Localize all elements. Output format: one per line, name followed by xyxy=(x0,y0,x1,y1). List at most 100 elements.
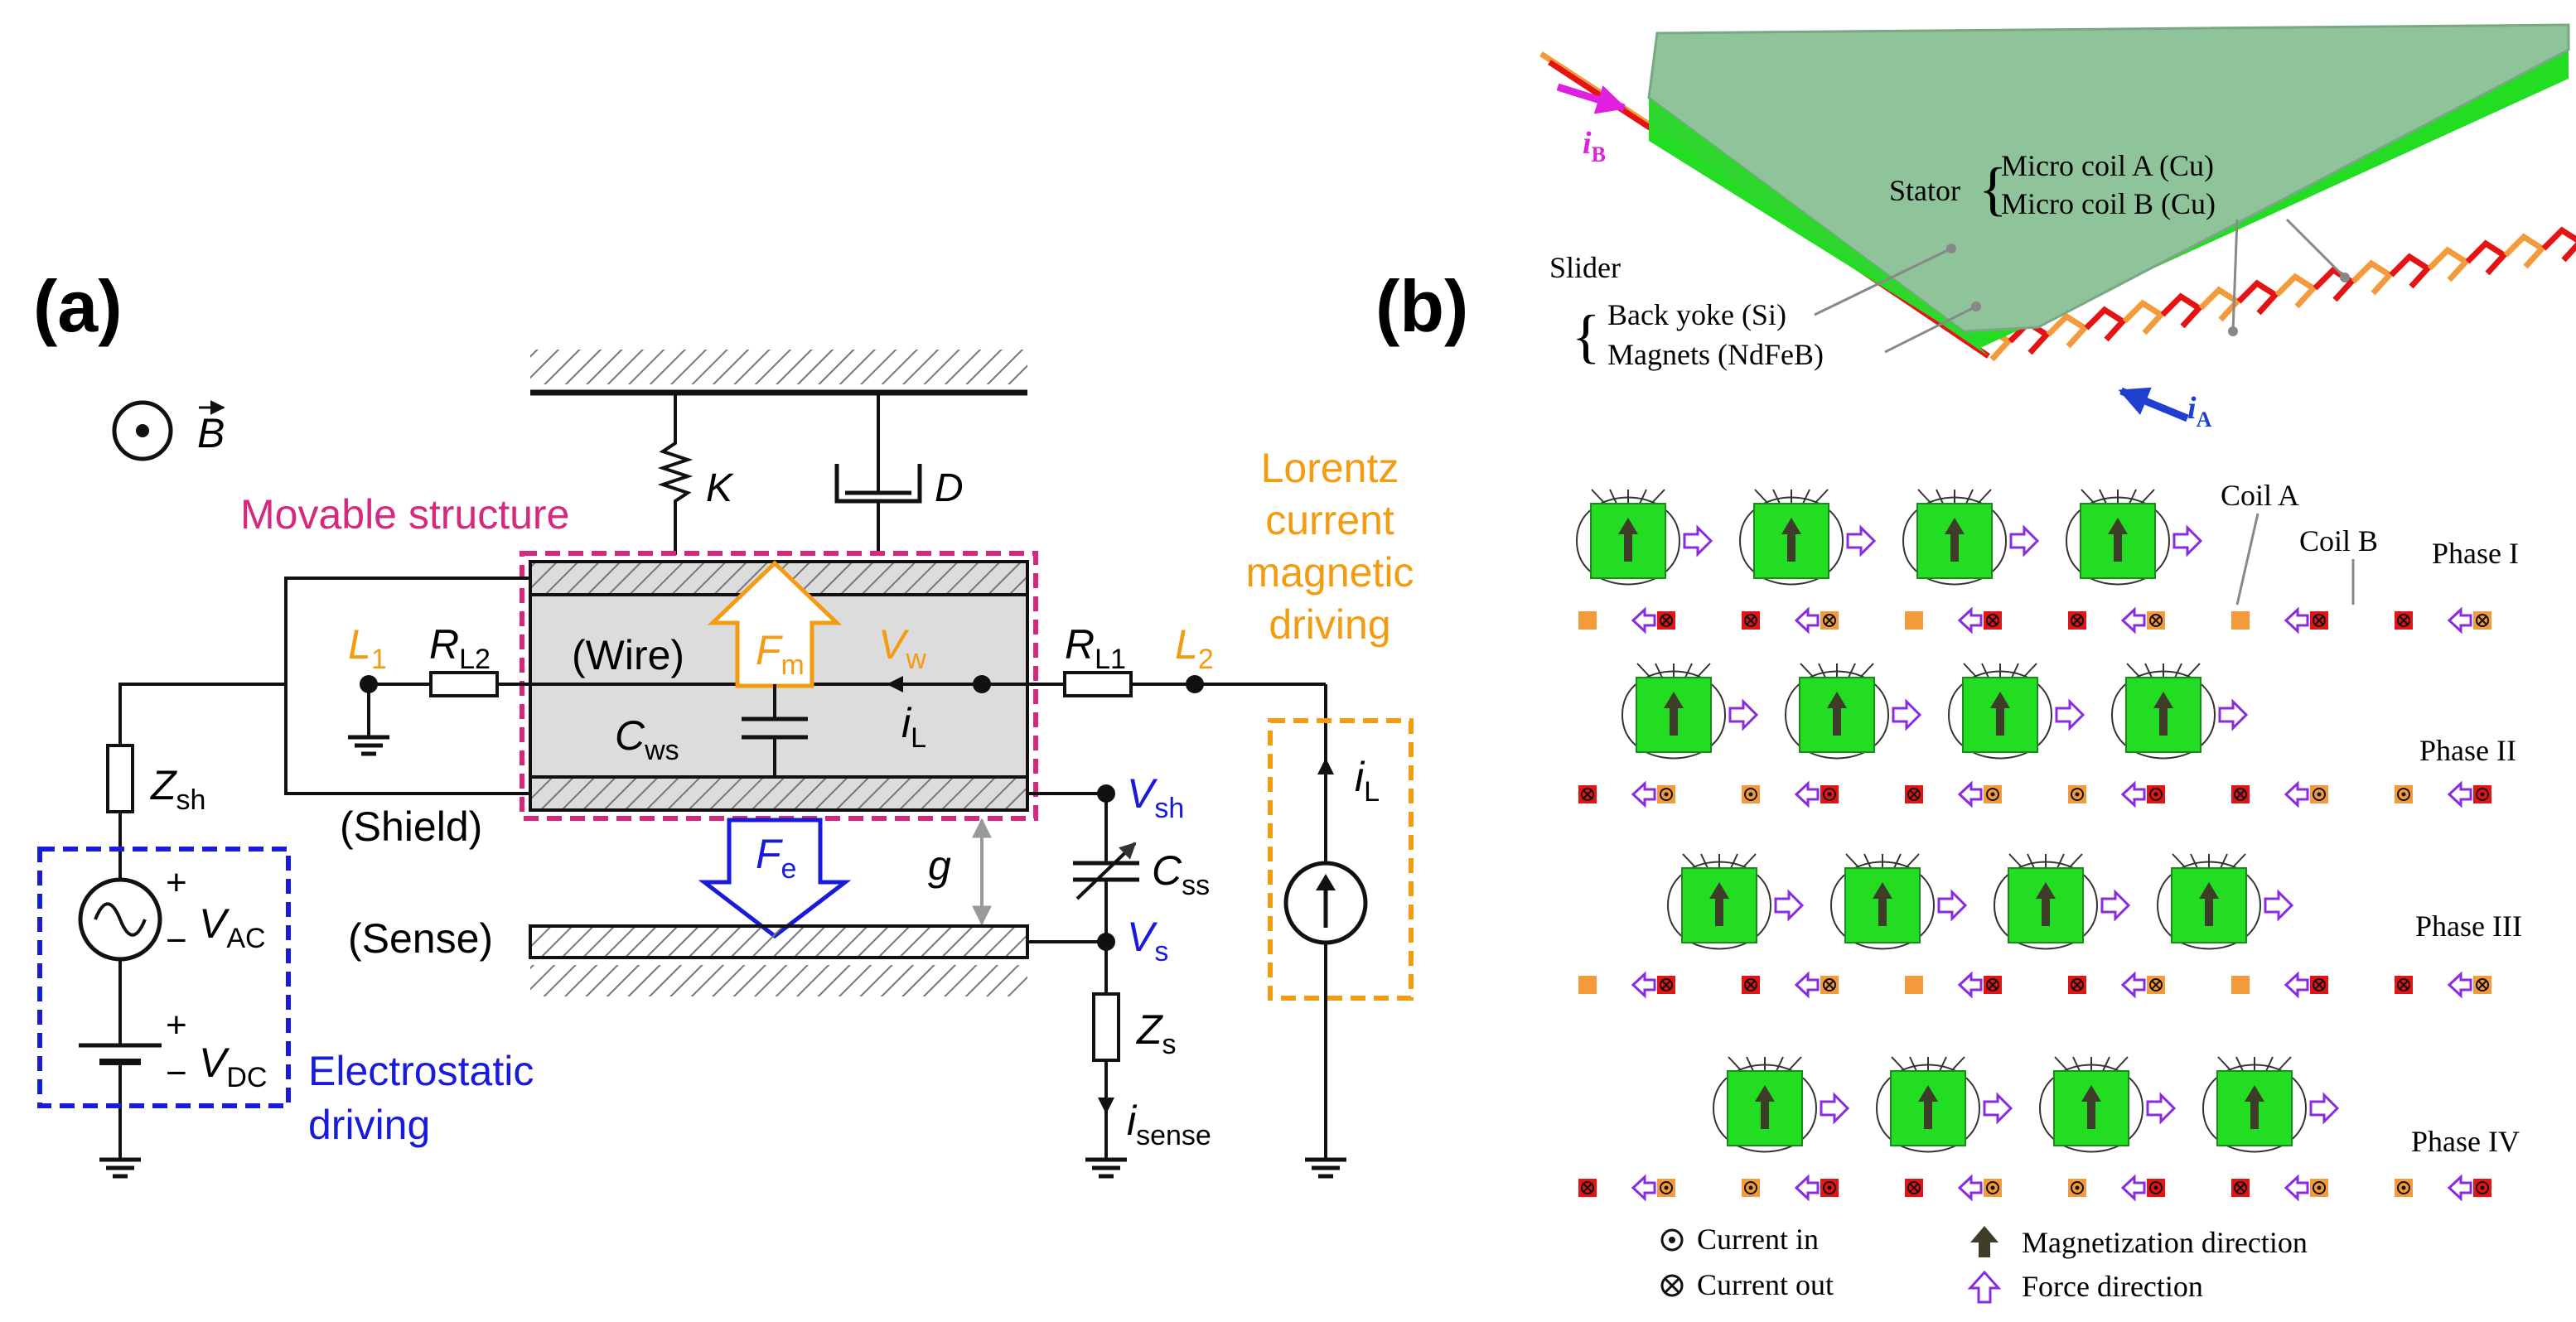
force-arrow-icon xyxy=(1631,1174,1656,1202)
svg-text:driving: driving xyxy=(308,1102,430,1148)
force-arrow-icon xyxy=(1794,780,1820,808)
current-in-icon xyxy=(1660,1228,1684,1252)
ground-source xyxy=(1305,1157,1346,1179)
b-field-symbol: B xyxy=(112,400,225,461)
rl1-label: RL1 xyxy=(1065,621,1126,675)
magnetization-arrow-icon xyxy=(1709,882,1729,926)
wire-label: (Wire) xyxy=(572,632,684,678)
vac-label: VAC xyxy=(199,900,266,954)
force-arrow-icon xyxy=(1967,1270,2002,1304)
force-arrow-icon xyxy=(2284,606,2309,634)
magnet-block xyxy=(1785,663,1922,760)
magnet-block xyxy=(1667,853,1805,950)
coil-conductor xyxy=(2231,611,2250,630)
force-arrow-icon xyxy=(1631,971,1656,999)
coil-trace xyxy=(2465,239,2509,276)
zsh-impedance xyxy=(106,744,134,813)
force-arrow-icon xyxy=(1631,606,1656,634)
ground-dc xyxy=(99,1157,141,1179)
force-arrow-icon xyxy=(1774,889,1805,922)
force-arrow-icon xyxy=(1728,698,1759,731)
coil-trace xyxy=(2160,292,2204,329)
force-arrow-icon xyxy=(1631,780,1656,808)
force-arrow-icon xyxy=(2284,780,2309,808)
stator-label: Stator xyxy=(1889,174,1960,207)
force-arrow-icon xyxy=(2447,606,2472,634)
coil-trace xyxy=(2198,286,2242,322)
magnet-block xyxy=(1621,663,1759,760)
magnetization-arrow-icon xyxy=(2199,882,2219,926)
zs-impedance xyxy=(1092,992,1120,1062)
magnetization-arrow-icon xyxy=(2153,692,2173,736)
force-arrow-icon xyxy=(1983,1092,2013,1125)
force-arrow-icon xyxy=(2309,1092,2340,1125)
coil-conductor xyxy=(1578,976,1597,994)
magnetization-arrow-icon xyxy=(2245,1085,2264,1129)
fe-label: Fe xyxy=(756,831,796,885)
coil-trace xyxy=(2427,246,2471,282)
force-arrow-icon xyxy=(1957,971,1983,999)
force-arrow-icon xyxy=(1957,1174,1983,1202)
force-arrow-icon xyxy=(1820,1092,1850,1125)
ib-arrow xyxy=(1556,83,1627,114)
legend-current-out: Current out xyxy=(1697,1268,1834,1301)
svg-text:driving: driving xyxy=(1269,601,1390,648)
vs-label: Vs xyxy=(1127,914,1168,967)
magnetization-arrow-icon xyxy=(1970,1226,1998,1257)
rl1-resistor xyxy=(1063,671,1133,697)
zs-label: Zs xyxy=(1136,1006,1177,1060)
legend-magnetization: Magnetization direction xyxy=(2022,1226,2308,1259)
force-arrow-icon xyxy=(1683,524,1713,557)
magnet-block xyxy=(1948,663,2085,760)
force-arrow-icon xyxy=(1794,1174,1820,1202)
panel-b: (b) iB iA Stator { Micro coil A (Cu) Mic… xyxy=(1375,23,2576,1304)
magnet-block xyxy=(1713,1056,1850,1153)
rl2-resistor xyxy=(429,671,499,697)
vdc-label: VDC xyxy=(199,1040,267,1093)
svg-text:Lorentz: Lorentz xyxy=(1261,445,1399,491)
panel-a-label: (a) xyxy=(33,265,123,347)
force-arrow-icon xyxy=(2120,606,2146,634)
magnetization-arrow-icon xyxy=(1990,692,2010,736)
fe-arrow: Fe xyxy=(698,818,852,939)
magnet-block xyxy=(1830,853,1968,950)
panel-a: (a) B K D Movable structure xyxy=(33,265,1414,1179)
legend: Current in Current out Magnetization dir… xyxy=(1660,1223,2308,1304)
magnetization-arrow-icon xyxy=(1873,882,1892,926)
actuator-3d xyxy=(1539,23,2576,431)
electrostatic-label: Electrostatic driving xyxy=(308,1048,534,1148)
cws-label: Cws xyxy=(615,712,679,766)
force-arrow-icon xyxy=(1794,971,1820,999)
magnet-block xyxy=(1902,489,2040,586)
coil-trace xyxy=(2503,233,2547,269)
vac-plus: + xyxy=(166,862,187,903)
fm-label: Fm xyxy=(756,627,805,681)
coil-trace xyxy=(2351,259,2395,296)
vac-minus: − xyxy=(166,920,187,961)
magnet-block xyxy=(2111,663,2249,760)
lorentz-driver-box xyxy=(1268,718,1414,1001)
force-arrow-icon xyxy=(2218,698,2249,731)
ia-arrow xyxy=(2118,387,2189,422)
b-field-label: B xyxy=(197,410,225,456)
phase-1-label: Phase I xyxy=(2432,537,2519,570)
vsh-label: Vsh xyxy=(1127,770,1184,824)
magnetization-arrow-icon xyxy=(1781,518,1801,562)
force-arrow-icon xyxy=(2055,698,2085,731)
coil-conductor xyxy=(1905,976,1923,994)
magnet-block xyxy=(2066,489,2203,586)
coil-trace xyxy=(2046,312,2090,349)
isense-label: isense xyxy=(1127,1098,1211,1151)
magnets-label: Magnets (NdFeB) xyxy=(1607,338,1824,371)
coil-conductor xyxy=(1578,611,1597,630)
rl2-label: RL2 xyxy=(429,621,491,675)
coil-trace xyxy=(2084,306,2128,342)
phase-4-label: Phase IV xyxy=(2411,1125,2520,1158)
il-source-label: iL xyxy=(1355,754,1380,808)
magnetization-arrow-icon xyxy=(1755,1085,1775,1129)
svg-text:magnetic: magnetic xyxy=(1246,549,1414,596)
force-arrow-icon xyxy=(1937,889,1968,922)
magnetization-arrow-icon xyxy=(1618,518,1638,562)
vdc-plus: + xyxy=(166,1005,187,1045)
